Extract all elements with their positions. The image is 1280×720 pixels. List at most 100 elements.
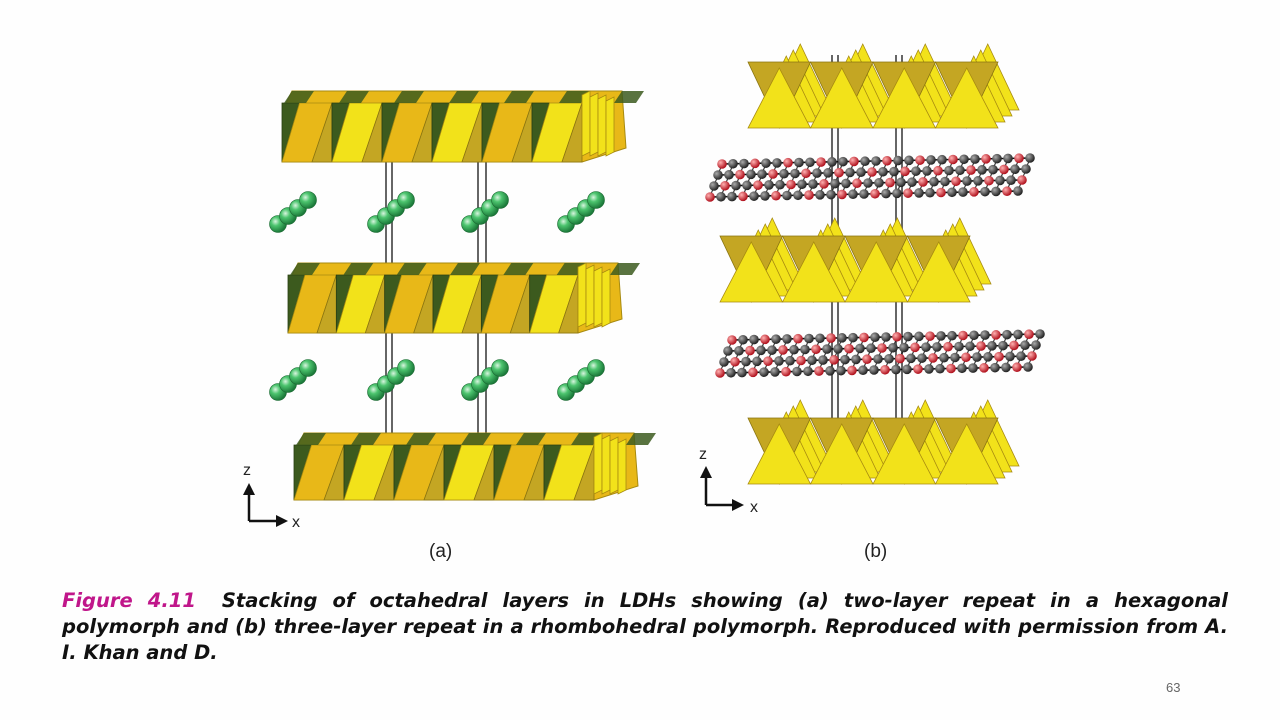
carbon-atom [939, 352, 949, 363]
oxygen-atom [763, 356, 773, 366]
octahedron-front-face [747, 423, 812, 485]
octahedron-top-edge [343, 263, 374, 275]
oxygen-atom [862, 354, 872, 365]
carbon-atom [1013, 329, 1023, 340]
octahedron-front-face [719, 241, 784, 303]
carbon-atom [1001, 362, 1011, 373]
carbon-atom [1005, 351, 1015, 362]
carbon-atom [856, 167, 866, 178]
carbon-atom [988, 164, 998, 175]
carbon-atom [775, 179, 785, 190]
oxygen-atom [1012, 362, 1022, 373]
carbon-atom [888, 342, 898, 353]
oxygen-atom [991, 330, 1001, 340]
oxygen-atom [811, 344, 821, 355]
oxygen-atom [928, 353, 938, 363]
panel-a-octahedral-layer-top [281, 90, 644, 163]
octahedron-front-face [809, 423, 874, 485]
oxygen-atom [834, 167, 844, 178]
oxygen-atom [994, 351, 1004, 362]
carbon-atom [991, 186, 1001, 197]
anion-sphere [299, 191, 317, 209]
carbon-atom [770, 367, 780, 377]
octahedron-side-pane [605, 96, 615, 157]
panel-b-carbonate-layer-upper [705, 153, 1035, 202]
carbon-atom [998, 340, 1008, 351]
oxygen-atom [966, 165, 976, 175]
carbon-atom [935, 363, 945, 374]
carbon-atom [713, 170, 723, 180]
carbon-atom [719, 357, 729, 367]
carbon-atom [779, 168, 789, 179]
carbon-atom [925, 187, 935, 198]
carbon-atom [968, 363, 978, 373]
carbon-atom [759, 367, 769, 377]
carbon-atom [792, 366, 802, 377]
carbon-atom [830, 178, 840, 189]
panel-b-axes: z x [699, 446, 758, 516]
carbon-atom [970, 154, 980, 164]
carbon-atom [709, 181, 719, 191]
oxygen-atom [859, 332, 869, 343]
carbon-atom [823, 168, 833, 178]
carbon-atom [863, 178, 873, 188]
carbon-atom [738, 334, 748, 345]
oxygen-atom [786, 179, 796, 190]
anion-sphere [491, 191, 509, 209]
octahedron-front-face [872, 67, 937, 129]
oxygen-atom [885, 177, 895, 188]
carbon-atom [785, 355, 795, 366]
carbon-atom [1021, 164, 1031, 174]
octahedron-side-pane [593, 432, 603, 495]
panel-a-octahedral-layer-middle [287, 262, 640, 334]
page-number: 63 [1166, 680, 1181, 695]
carbon-atom [1010, 164, 1020, 175]
carbon-atom [782, 190, 792, 201]
oxygen-atom [768, 169, 778, 179]
oxygen-atom [1014, 153, 1024, 164]
carbon-atom [959, 154, 969, 165]
octahedron-top-edge [559, 91, 589, 103]
carbon-atom [944, 165, 954, 176]
carbon-atom [855, 343, 865, 354]
carbon-atom [731, 180, 741, 191]
octahedron-side-pane [617, 438, 627, 495]
carbon-atom [749, 334, 759, 345]
carbon-atom [760, 191, 770, 201]
carbon-atom [818, 355, 828, 365]
carbon-atom [881, 188, 891, 199]
octahedron-top-edge [610, 263, 640, 275]
oxygen-atom [717, 159, 727, 169]
carbon-atom [972, 352, 982, 362]
carbon-atom [726, 367, 736, 378]
oxygen-atom [816, 157, 826, 167]
carbon-atom [728, 158, 738, 169]
carbon-atom [902, 364, 912, 375]
carbon-atom [812, 168, 822, 178]
oxygen-atom [720, 180, 730, 191]
carbon-atom [742, 180, 752, 191]
oxygen-atom [783, 157, 793, 168]
oxygen-atom [796, 355, 806, 366]
carbon-atom [841, 178, 851, 189]
carbon-atom [774, 356, 784, 366]
oxygen-atom [849, 156, 859, 167]
carbon-atom [926, 155, 936, 165]
octahedron-top-edge [394, 91, 424, 103]
oxygen-atom [958, 330, 968, 341]
carbon-atom [950, 352, 960, 363]
oxygen-atom [880, 364, 890, 375]
carbon-atom [992, 153, 1002, 164]
carbon-atom [1006, 175, 1016, 186]
oxygen-atom [778, 345, 788, 355]
carbon-atom [739, 158, 749, 169]
carbon-atom [973, 176, 983, 186]
carbon-atom [746, 169, 756, 180]
carbon-atom [922, 166, 932, 176]
oxygen-atom [936, 187, 946, 198]
carbon-atom [987, 341, 997, 351]
octahedron-top-edge [296, 433, 326, 445]
panel-b-octahedral-layer-bottom [747, 399, 1020, 485]
octahedron-front-face [844, 241, 909, 303]
